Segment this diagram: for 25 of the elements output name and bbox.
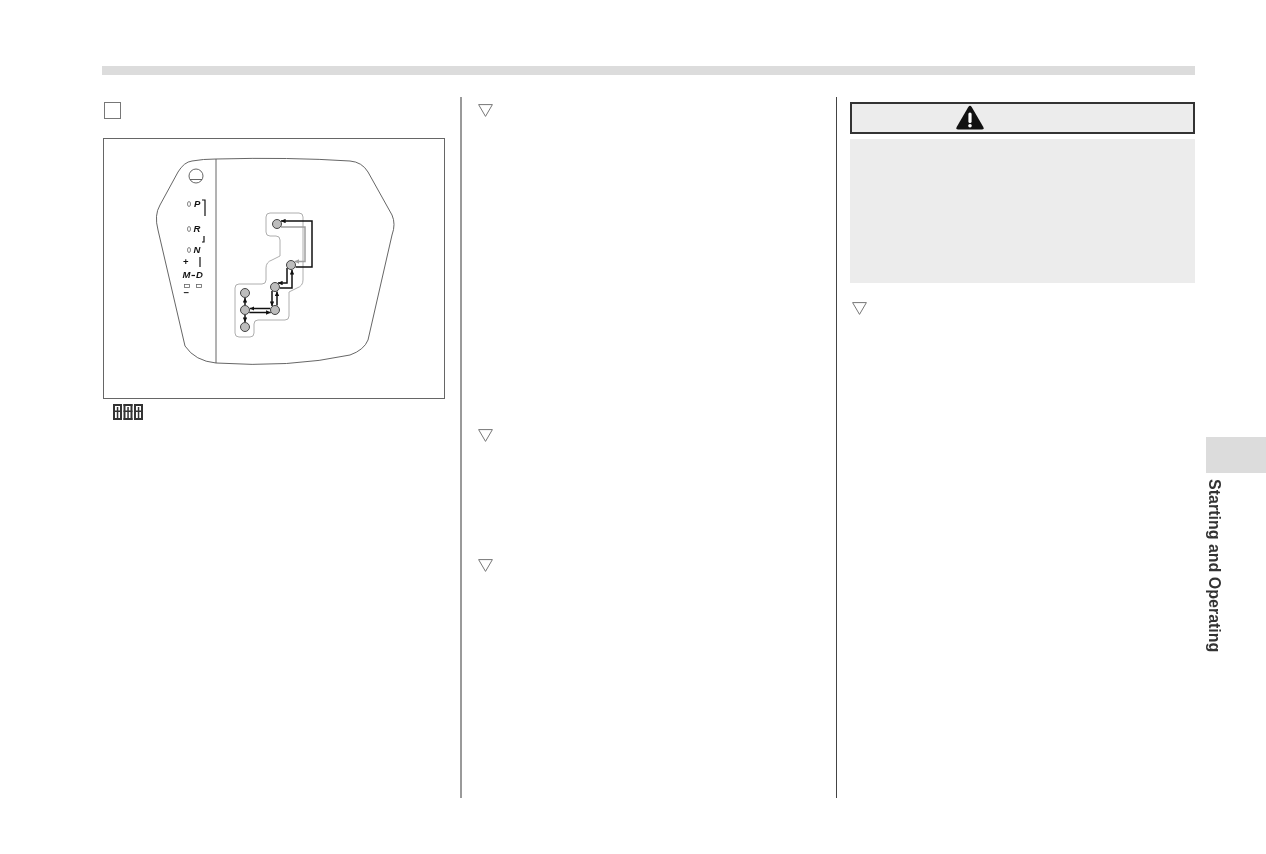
plus-sign: +: [183, 257, 189, 267]
arrow: [269, 290, 275, 307]
arrow: [277, 267, 288, 286]
shift-position-letter: R: [193, 224, 201, 234]
minus-sign: −: [183, 288, 190, 298]
gate-position-circle: [272, 219, 282, 229]
gate-position-circle: [286, 260, 296, 270]
arrow: [249, 306, 271, 311]
shift-position-letter: N: [193, 245, 201, 255]
shift-position-letter: P: [194, 199, 201, 209]
arrow: [242, 297, 248, 306]
gate-position-circle: [240, 322, 250, 332]
arrow: [274, 290, 280, 307]
arrow: [242, 314, 248, 323]
gate-position-circle: [240, 305, 250, 315]
arrow: [279, 269, 295, 289]
arrow: [280, 218, 313, 268]
arrow: [280, 226, 306, 264]
gate-position-circle: [270, 305, 280, 315]
arrow: [248, 310, 272, 315]
gate-position-circle: [240, 288, 250, 298]
gate-position-circle: [270, 282, 280, 292]
shift-position-letter: M: [182, 270, 191, 280]
shift-position-letter: D: [196, 270, 203, 280]
section-tab-title: Starting and Operating: [1206, 479, 1223, 653]
